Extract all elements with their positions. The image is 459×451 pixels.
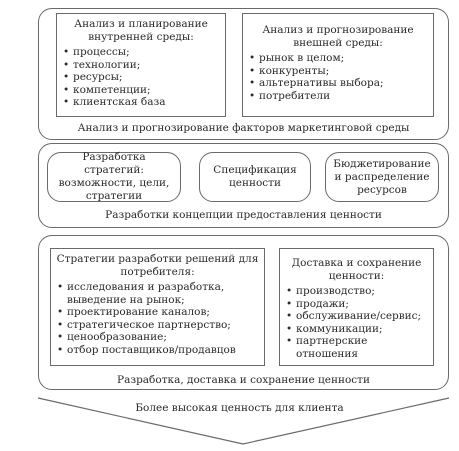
list-item: компетенции; <box>63 84 221 97</box>
marketing-environment-caption: Анализ и прогнозирование факторов маркет… <box>77 122 410 134</box>
solution-strategies-title: Стратегии разработки решений для потреби… <box>56 253 259 278</box>
list-item: потребители <box>249 90 429 103</box>
value-delivery-caption: Разработка, доставка и сохранение ценнос… <box>117 374 370 386</box>
arrow-label: Более высокая ценность для клиента <box>135 402 344 414</box>
internal-environment-list: процессы; технологии; ресурсы; компетенц… <box>57 46 225 109</box>
list-item: коммуникации; <box>286 323 429 336</box>
external-environment-title: Анализ и прогнозирование внешней среды: <box>262 24 414 49</box>
external-environment-box: Анализ и прогнозирование внешней среды: … <box>242 13 434 117</box>
list-item: ресурсы; <box>63 71 221 84</box>
list-item: производство; <box>286 285 429 298</box>
list-item: партнерские отношения <box>286 335 429 360</box>
solution-strategies-list: исследования и разработка, выведение на … <box>51 281 264 357</box>
list-item: стратегическое партнерство; <box>57 319 260 332</box>
internal-environment-title: Анализ и планирование внутренней среды: <box>74 18 208 43</box>
internal-environment-box: Анализ и планирование внутренней среды: … <box>56 13 226 117</box>
list-item: клиентская база <box>63 96 221 109</box>
value-delivery-title: Доставка и сохранение ценности: <box>291 257 422 282</box>
list-item: конкуренты; <box>249 65 429 78</box>
list-item: ценообразование; <box>57 331 260 344</box>
budgeting-pill: Бюджетирование и распределение ресурсов <box>325 152 439 202</box>
list-item: продажи; <box>286 298 429 311</box>
list-item: процессы; <box>63 46 221 59</box>
value-delivery-list: производство; продажи; обслуживание/серв… <box>280 285 433 361</box>
value-concept-panel: Разработка стратегий: возможности, цели,… <box>38 143 449 228</box>
strategy-development-pill: Разработка стратегий: возможности, цели,… <box>47 151 181 202</box>
list-item: отбор поставщиков/продавцов <box>57 344 260 357</box>
value-specification-pill: Спецификация ценности <box>199 152 311 202</box>
list-item: обслуживание/сервис; <box>286 310 429 323</box>
list-item: альтернативы выбора; <box>249 77 429 90</box>
list-item: проектирование каналов; <box>57 306 260 319</box>
external-environment-list: рынок в целом; конкуренты; альтернативы … <box>243 52 433 102</box>
list-item: исследования и разработка, выведение на … <box>57 281 260 306</box>
solution-strategies-box: Стратегии разработки решений для потреби… <box>50 248 265 366</box>
list-item: технологии; <box>63 59 221 72</box>
value-delivery-box: Доставка и сохранение ценности: производ… <box>279 248 434 366</box>
value-concept-caption: Разработки концепции предоставления ценн… <box>105 209 382 221</box>
value-delivery-panel: Стратегии разработки решений для потреби… <box>38 235 449 390</box>
marketing-environment-panel: Анализ и планирование внутренней среды: … <box>38 8 449 140</box>
list-item: рынок в целом; <box>249 52 429 65</box>
